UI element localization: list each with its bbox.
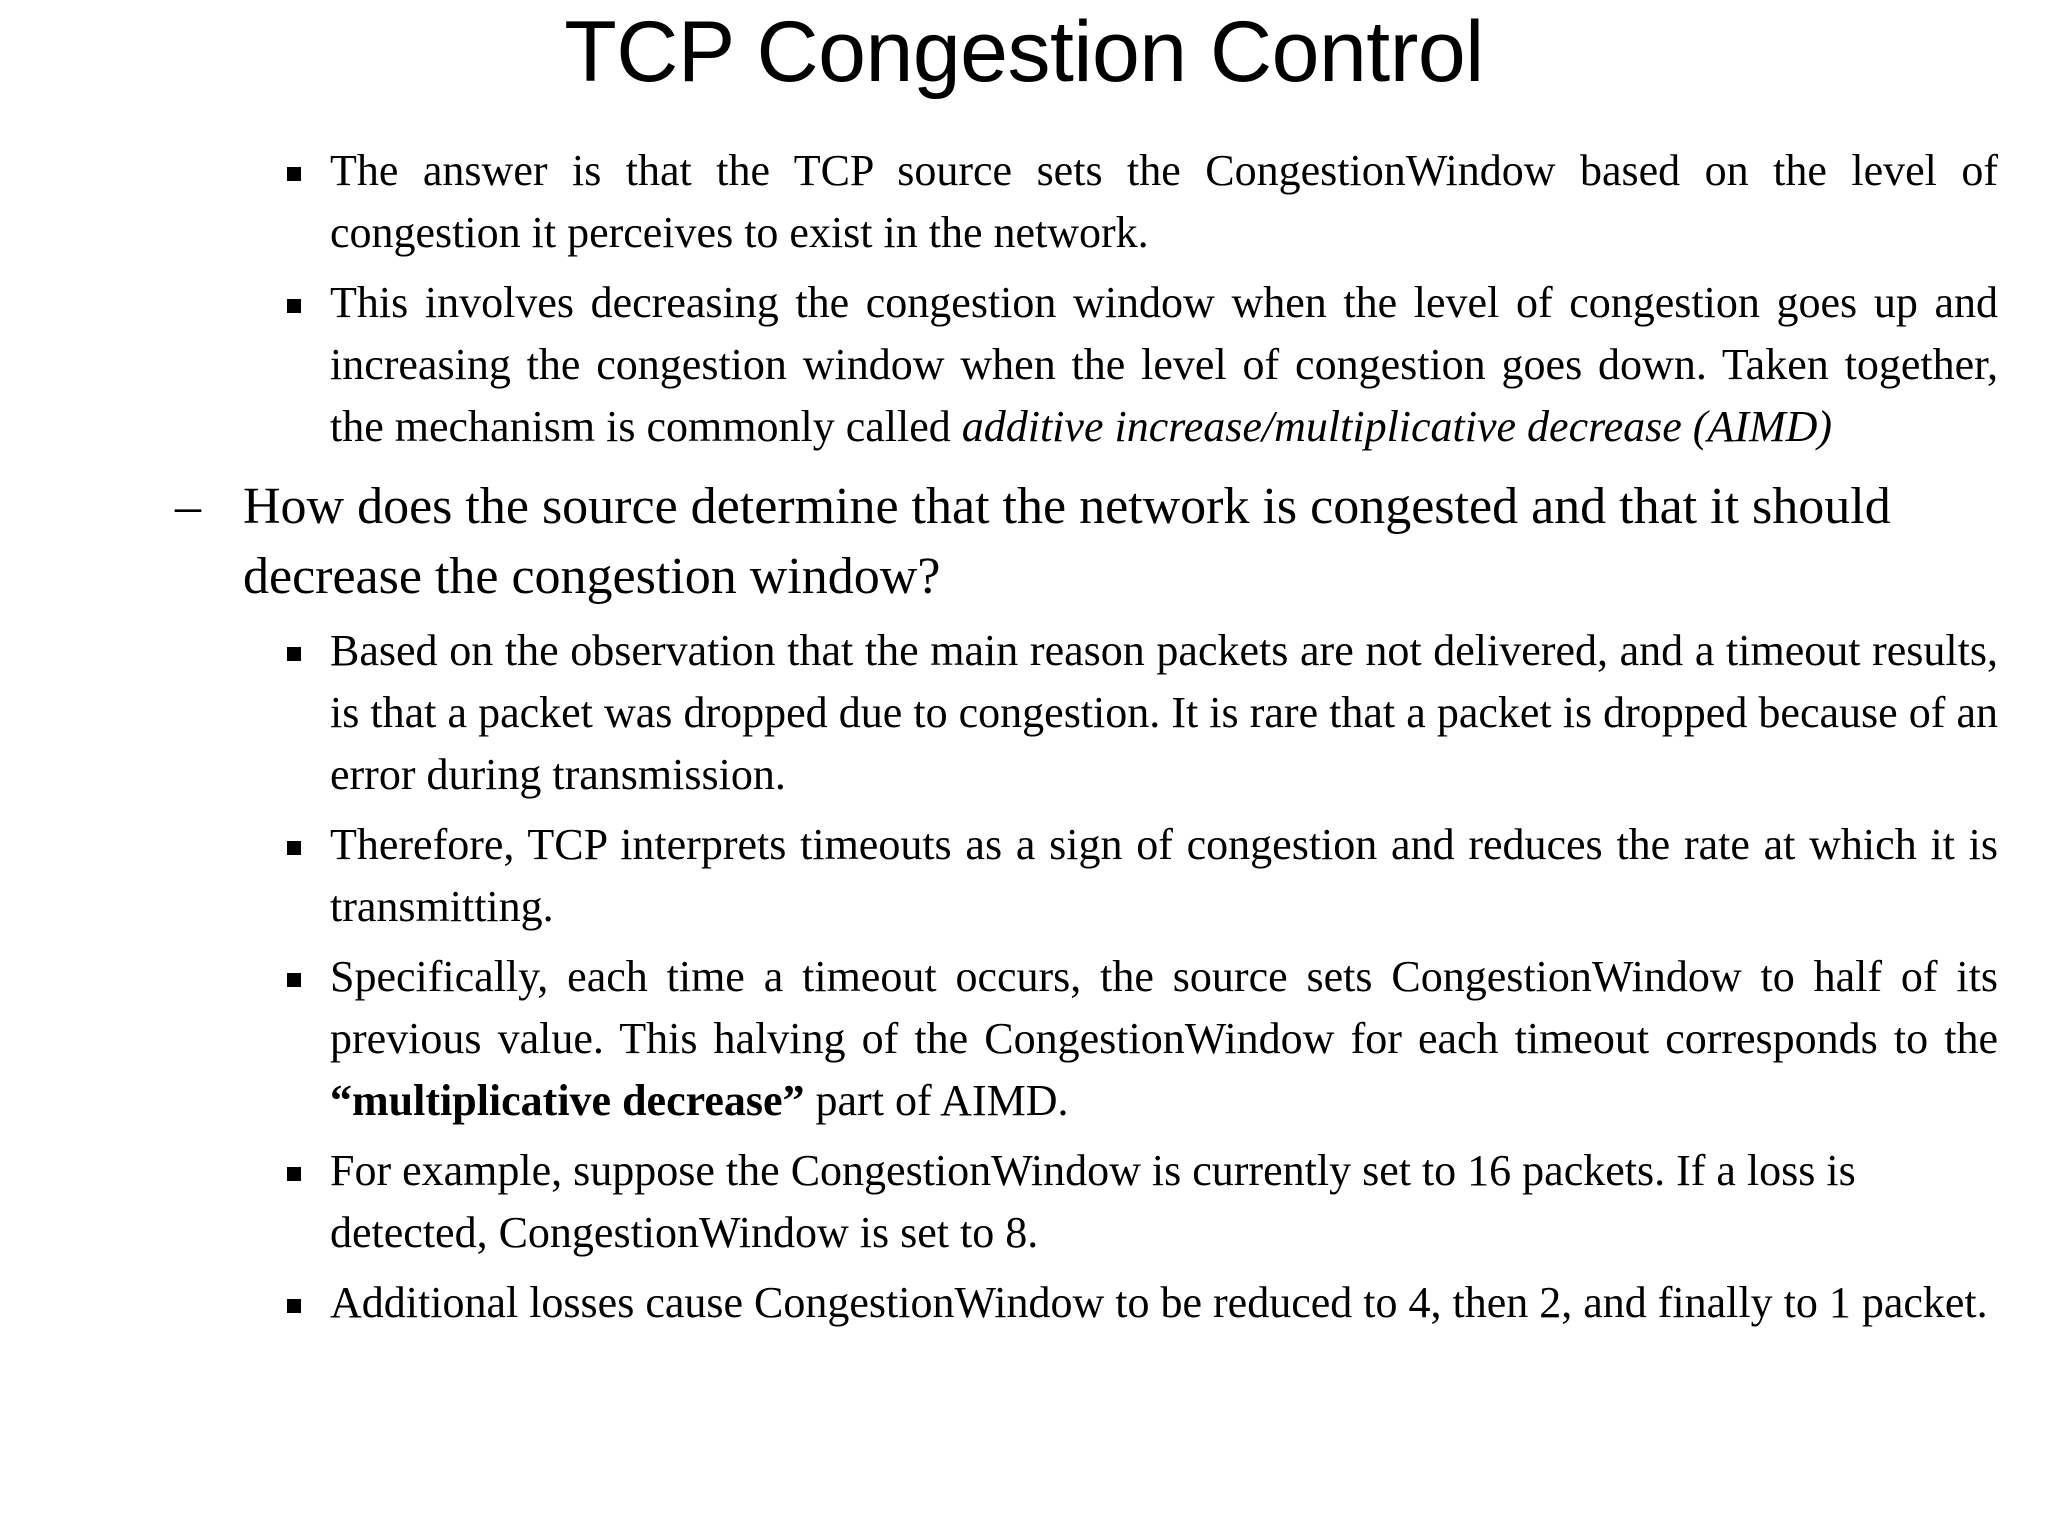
bullet-item: Therefore, TCP interprets timeouts as a … [0, 814, 2048, 938]
bullet-text: Therefore, TCP interprets timeouts as a … [330, 814, 1998, 938]
bullet-text: How does the source determine that the n… [243, 472, 1988, 612]
bullet-item: Additional losses cause CongestionWindow… [0, 1272, 2048, 1334]
bullet-item: This involves decreasing the congestion … [0, 272, 2048, 458]
bullet-text-emphasis: additive increase/multiplicative decreas… [961, 402, 1833, 451]
bullet-item: Based on the observation that the main r… [0, 620, 2048, 806]
bullet-text-run: For example, suppose the CongestionWindo… [330, 1146, 1856, 1257]
bullet-text: This involves decreasing the congestion … [330, 272, 1998, 458]
square-bullet-icon [287, 1272, 330, 1334]
bullet-text-run: Specifically, each time a timeout occurs… [330, 952, 1998, 1063]
bullet-item: The answer is that the TCP source sets t… [0, 140, 2048, 264]
square-bullet-icon [287, 1140, 330, 1202]
bullet-text-run: Therefore, TCP interprets timeouts as a … [330, 820, 1998, 931]
bullet-item: For example, suppose the CongestionWindo… [0, 1140, 2048, 1264]
square-bullet-icon [287, 814, 330, 876]
bullet-item: Specifically, each time a timeout occurs… [0, 946, 2048, 1132]
bullet-text-run: This involves decreasing the congestion … [330, 278, 1998, 451]
bullet-text: Additional losses cause CongestionWindow… [330, 1272, 1998, 1334]
square-bullet-icon [287, 272, 330, 334]
bullet-text: Specifically, each time a timeout occurs… [330, 946, 1998, 1132]
square-bullet-icon [287, 620, 330, 682]
bullet-text-run: part of AIMD. [804, 1076, 1069, 1125]
bullet-text: Based on the observation that the main r… [330, 620, 1998, 806]
bullet-text: The answer is that the TCP source sets t… [330, 140, 1998, 264]
bullet-text-strong: “multiplicative decrease” [330, 1076, 805, 1125]
square-bullet-icon [287, 140, 330, 202]
bullet-text-run: Based on the observation that the main r… [330, 626, 1998, 799]
bullet-text-run: How does the source determine that the n… [243, 478, 1891, 605]
slide-body: The answer is that the TCP source sets t… [0, 140, 2048, 1334]
dash-bullet-icon: – [175, 478, 201, 535]
bullet-text-run: The answer is that the TCP source sets t… [330, 146, 1998, 257]
bullet-text-run: Additional losses cause CongestionWindow… [330, 1278, 1988, 1327]
slide-title: TCP Congestion Control [564, 4, 1484, 100]
square-bullet-icon [287, 946, 330, 1008]
bullet-text: For example, suppose the CongestionWindo… [330, 1140, 1998, 1264]
bullet-item: – How does the source determine that the… [0, 472, 2048, 612]
